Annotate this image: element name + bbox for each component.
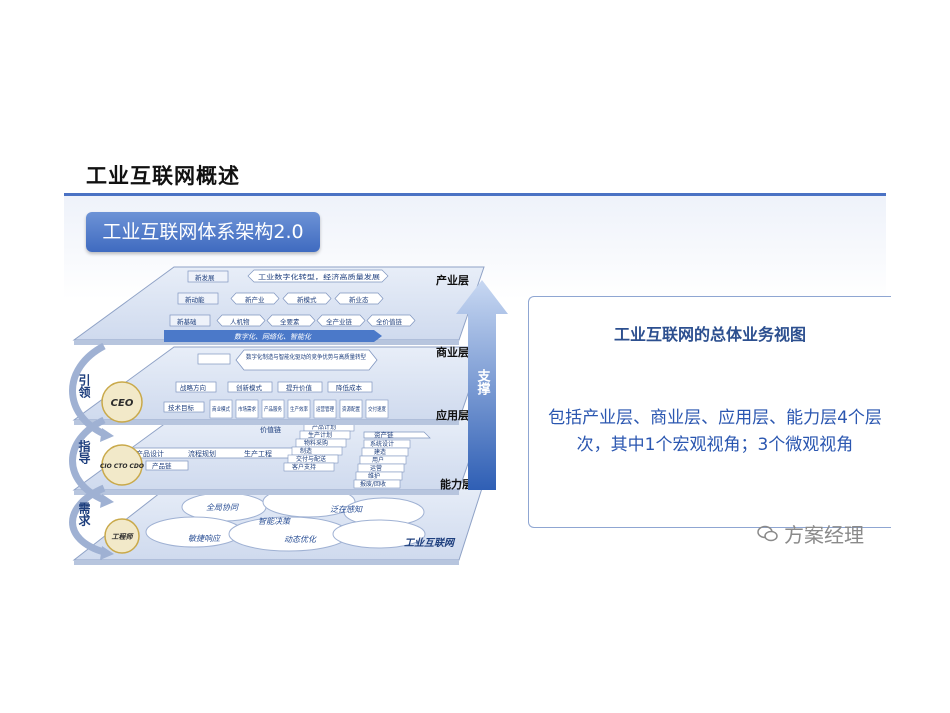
layer-label-business: 商业层 (436, 345, 469, 359)
business-tag: 战略方向 (180, 383, 206, 392)
mid-list-item: 制造 (300, 447, 312, 455)
business-target: 市场需求 (238, 405, 256, 413)
app-item: 产品设计 (136, 449, 164, 458)
business-top-text: 数字化制造与智能化驱动的竞争优势与高质量转型 (246, 353, 366, 361)
app-item: 生产工程 (244, 449, 272, 458)
app-item: 流程规划 (188, 449, 216, 458)
role-ceo: CEO (111, 398, 134, 409)
business-target: 交付速度 (368, 405, 386, 413)
business-target: 产品服务 (264, 405, 282, 413)
role-engineer: 工程师 (112, 532, 135, 541)
cloud-label: 智能决策 (258, 517, 292, 526)
stakeholder-label: 需求 (77, 502, 91, 527)
support-arrow: 支撑 (456, 280, 508, 490)
industry-item: 新产业 (245, 295, 265, 304)
right-list-item: 报废/回收 (360, 480, 386, 488)
industry-item: 新模式 (297, 295, 317, 304)
industry-tag: 新发展 (195, 273, 215, 282)
business-item: 降低成本 (336, 383, 363, 392)
layer-label-industry: 产业层 (436, 273, 469, 287)
architecture-subtitle: 工业互联网体系架构2.0 (86, 212, 320, 252)
industry-item: 全价值链 (376, 317, 403, 326)
role-cio-cto-cdo: CIO CTO CDO (100, 463, 144, 470)
business-target: 资源配置 (342, 405, 360, 413)
mid-list (283, 422, 355, 472)
right-list-item: 用户 (372, 456, 384, 464)
mid-list-item: 客户支持 (292, 463, 316, 471)
industry-item: 工业数字化转型，经济高质量发展 (258, 272, 381, 281)
industry-tag: 新动能 (185, 295, 205, 304)
right-list-item: 系统设计 (370, 440, 394, 448)
mid-list-item: 产品计划 (312, 423, 336, 431)
layer-label-capability: 能力层 (440, 477, 473, 491)
stakeholder-column: 引领 CEO 指导 CIO CTO CDO 需求 工程师 (69, 342, 144, 560)
mid-list-item: 物料采购 (304, 439, 328, 447)
wechat-icon (757, 525, 778, 542)
business-tag: 技术目标 (168, 403, 195, 412)
industry-item: 人机物 (230, 317, 250, 326)
stakeholder-label: 引领 (77, 374, 91, 399)
asset-chain-label: 资产链 (374, 430, 394, 439)
right-list-item: 运营 (370, 464, 382, 472)
title-divider (64, 193, 886, 196)
value-chain-label: 价值链 (260, 425, 281, 434)
business-item: 创新模式 (236, 383, 263, 392)
mid-list-item: 生产计划 (308, 431, 332, 439)
mid-list-item: 交付与配送 (296, 455, 326, 463)
info-box: 工业互联网的总体业务视图 包括产业层、商业层、应用层、能力层4个层次，其中1个宏… (528, 296, 891, 528)
right-list-item: 建造 (374, 448, 386, 456)
cloud-label: 全局协同 (206, 503, 239, 512)
business-layer: 数字化制造与智能化驱动的竞争优势与高质量转型 战略方向 创新模式 提升价值 降低… (72, 346, 485, 425)
capability-footer: 工业互联网 (404, 537, 456, 549)
business-target-boxes (209, 399, 389, 419)
industry-item: 新业态 (349, 295, 369, 304)
cloud-label: 敏捷响应 (188, 534, 221, 543)
business-item: 提升价值 (286, 383, 313, 392)
business-target: 运营管理 (316, 405, 334, 413)
layer-label-application: 应用层 (436, 408, 469, 422)
cloud-label: 泛在感知 (330, 505, 363, 514)
industry-item: 全产业链 (326, 317, 353, 326)
architecture-diagram: 全局协同 智能决策 泛在感知 敏捷响应 动态优化 工业互联网 价值链 产品设计 … (69, 266, 508, 565)
stakeholder-label: 指导 (77, 439, 91, 465)
support-label: 支撑 (475, 368, 492, 396)
watermark: 方案经理 (756, 519, 864, 548)
app-item: 产品链 (152, 461, 172, 470)
right-list (353, 439, 411, 489)
industry-item: 全要素 (280, 317, 300, 326)
info-body: 包括产业层、商业层、应用层、能力层4个层次，其中1个宏观视角；3个微观视角 (548, 408, 882, 455)
business-target: 生产效率 (290, 405, 308, 413)
business-target: 商业模式 (212, 405, 230, 413)
info-title: 工业互联网的总体业务视图 (613, 325, 806, 344)
industry-layer: 新发展 工业数字化转型，经济高质量发展 新动能 新产业 新模式 新业态 新基础 … (72, 266, 485, 345)
industry-tag: 新基础 (177, 317, 197, 326)
application-layer: 价值链 产品设计 流程规划 生产工程 产品链 产品计划 生产计划 物料采购 制造… (72, 416, 485, 495)
cloud-label: 动态优化 (284, 535, 317, 544)
right-list-item: 维护 (368, 472, 380, 480)
industry-footer: 数字化、网络化、智能化 (234, 333, 312, 341)
watermark-text: 方案经理 (784, 523, 864, 547)
slide-title: 工业互联网概述 (86, 164, 240, 188)
